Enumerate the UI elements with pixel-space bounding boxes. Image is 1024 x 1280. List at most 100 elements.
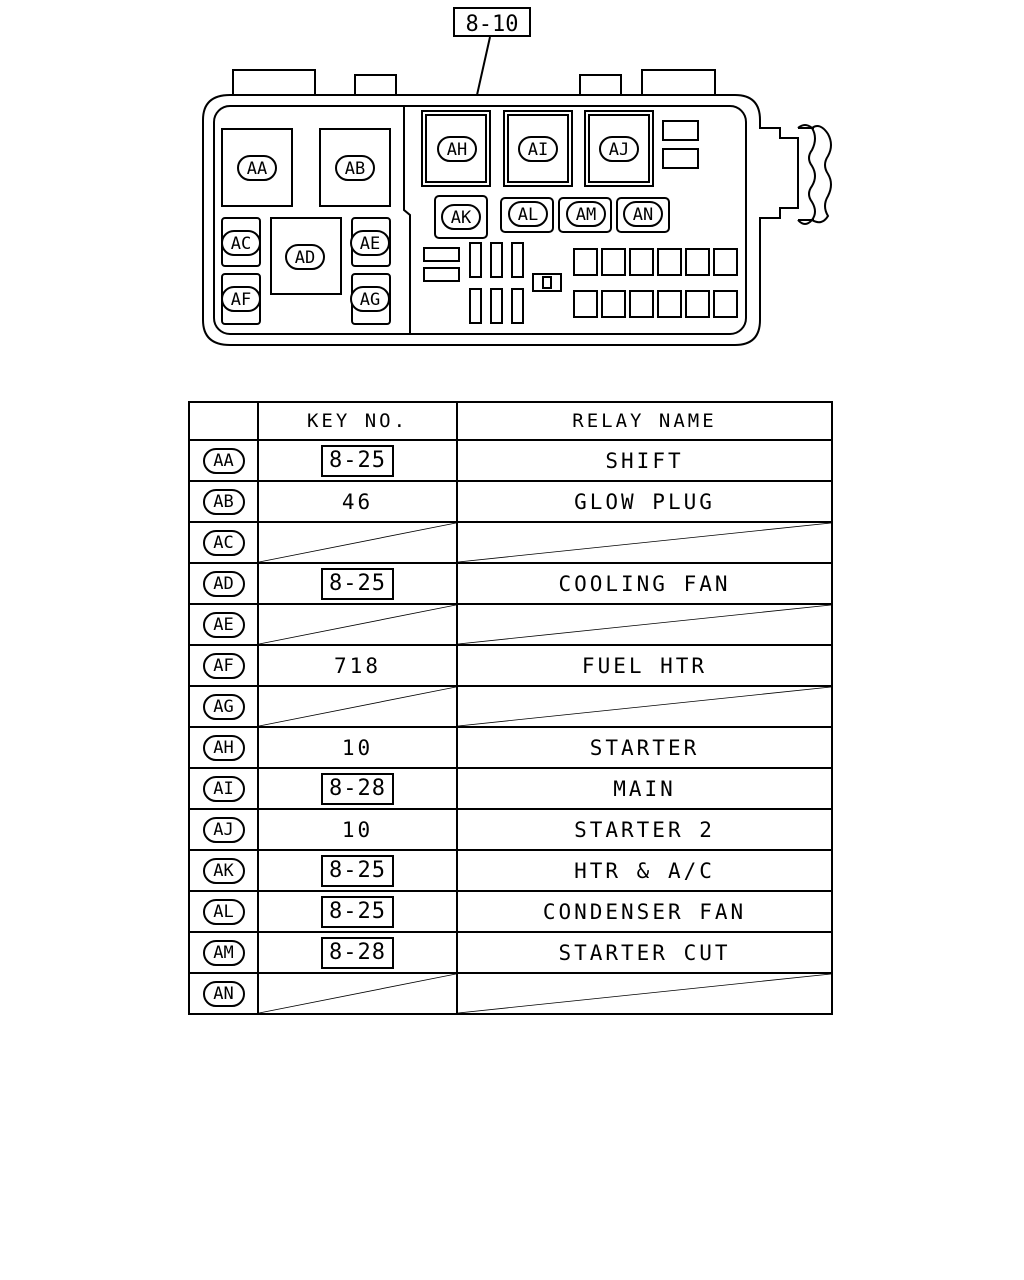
housing-outline bbox=[202, 94, 799, 346]
row-id-cell: AL bbox=[188, 890, 259, 933]
relay-name-cell: FUEL HTR bbox=[456, 644, 833, 687]
relay-name-value: SHIFT bbox=[605, 448, 684, 473]
svg-text:AC: AC bbox=[231, 234, 251, 254]
key-no-cell bbox=[257, 603, 458, 646]
table-row: AB 46 GLOW PLUG bbox=[188, 480, 833, 523]
key-no-cell: 8-25 bbox=[257, 439, 458, 482]
relay-label-ae: AE bbox=[350, 230, 390, 256]
relay-name-value: FUEL HTR bbox=[581, 653, 708, 678]
key-no-cell: 718 bbox=[257, 644, 458, 687]
key-no-cell: 46 bbox=[257, 480, 458, 523]
row-id-cell: AK bbox=[188, 849, 259, 892]
row-id-badge: AN bbox=[202, 981, 245, 1007]
table-row: AN bbox=[188, 972, 833, 1015]
key-no-cell: 10 bbox=[257, 726, 458, 769]
relay-name-value: HTR & A/C bbox=[574, 858, 715, 883]
row-id-badge: AA bbox=[202, 448, 245, 474]
key-no-value: 46 bbox=[341, 489, 374, 514]
svg-text:AM: AM bbox=[576, 205, 596, 225]
relay-label-ak: AK bbox=[441, 204, 481, 230]
relay-label-an: AN bbox=[623, 201, 663, 227]
row-id-badge: AD bbox=[202, 571, 245, 597]
key-no-value: 10 bbox=[341, 817, 374, 842]
row-id-badge: AI bbox=[202, 776, 245, 802]
row-id-badge: AK bbox=[202, 858, 245, 884]
ref-key-box bbox=[453, 7, 531, 37]
relay-label-ac: AC bbox=[221, 230, 261, 256]
relay-name-cell: CONDENSER FAN bbox=[456, 890, 833, 933]
relay-socket-ah bbox=[421, 110, 491, 187]
row-id-cell: AI bbox=[188, 767, 259, 810]
key-no-value: 8-25 bbox=[321, 854, 394, 887]
relay-name-cell: STARTER CUT bbox=[456, 931, 833, 974]
relay-name-value: STARTER CUT bbox=[558, 940, 731, 965]
key-no-cell: 10 bbox=[257, 808, 458, 851]
row-id-badge: AM bbox=[202, 940, 245, 966]
row-id-badge: AB bbox=[202, 489, 245, 515]
ref-key-label: 8-10 bbox=[466, 12, 519, 37]
relay-name-cell: COOLING FAN bbox=[456, 562, 833, 605]
relay-name-value: GLOW PLUG bbox=[574, 489, 715, 514]
header-id bbox=[188, 401, 259, 441]
connector-harness bbox=[797, 124, 816, 225]
relay-label-ab: AB bbox=[335, 155, 375, 181]
relay-name-value: STARTER 2 bbox=[574, 817, 715, 842]
relay-label-ai: AI bbox=[518, 136, 558, 162]
key-no-cell bbox=[257, 685, 458, 728]
key-no-value: 718 bbox=[334, 653, 381, 678]
key-no-cell: 8-25 bbox=[257, 890, 458, 933]
svg-text:AJ: AJ bbox=[609, 140, 629, 160]
relay-name-cell: STARTER bbox=[456, 726, 833, 769]
svg-text:AB: AB bbox=[345, 159, 365, 179]
key-no-value: 8-25 bbox=[321, 567, 394, 600]
relay-label-ag: AG bbox=[350, 286, 390, 312]
relay-label-al: AL bbox=[508, 201, 548, 227]
row-id-cell: AC bbox=[188, 521, 259, 564]
svg-text:AG: AG bbox=[360, 290, 380, 310]
relay-socket-ad bbox=[270, 217, 342, 295]
relay-name-value: COOLING FAN bbox=[558, 571, 731, 596]
relay-name-cell: GLOW PLUG bbox=[456, 480, 833, 523]
svg-text:AA: AA bbox=[247, 159, 267, 179]
key-no-cell: 8-25 bbox=[257, 849, 458, 892]
row-id-cell: AF bbox=[188, 644, 259, 687]
relay-label-ad: AD bbox=[285, 244, 325, 270]
relay-name-value: MAIN bbox=[613, 776, 676, 801]
relay-socket-aa bbox=[221, 128, 293, 207]
table-header-row: KEY NO. RELAY NAME bbox=[188, 401, 833, 441]
table-row: AI 8-28 MAIN bbox=[188, 767, 833, 810]
relay-name-cell: SHIFT bbox=[456, 439, 833, 482]
svg-text:AH: AH bbox=[447, 140, 467, 160]
relay-name-cell bbox=[456, 972, 833, 1015]
row-id-cell: AG bbox=[188, 685, 259, 728]
relay-socket-ak bbox=[434, 195, 488, 239]
svg-text:AE: AE bbox=[360, 234, 380, 254]
key-no-cell bbox=[257, 972, 458, 1015]
key-no-cell: 8-28 bbox=[257, 767, 458, 810]
key-no-cell bbox=[257, 521, 458, 564]
key-no-value: 8-25 bbox=[321, 895, 394, 928]
key-no-cell: 8-25 bbox=[257, 562, 458, 605]
table-row: AD 8-25 COOLING FAN bbox=[188, 562, 833, 605]
key-no-value: 8-28 bbox=[321, 772, 394, 805]
row-id-badge: AF bbox=[202, 653, 245, 679]
relay-label-aj: AJ bbox=[599, 136, 639, 162]
relay-socket-aj bbox=[584, 110, 654, 187]
svg-text:AL: AL bbox=[518, 205, 538, 225]
relay-label-am: AM bbox=[566, 201, 606, 227]
table-row: AG bbox=[188, 685, 833, 728]
row-id-badge: AC bbox=[202, 530, 245, 556]
relay-socket-ai bbox=[503, 110, 573, 187]
relay-name-cell: MAIN bbox=[456, 767, 833, 810]
row-id-cell: AE bbox=[188, 603, 259, 646]
relay-name-cell: HTR & A/C bbox=[456, 849, 833, 892]
key-no-value: 10 bbox=[341, 735, 374, 760]
svg-text:AK: AK bbox=[451, 208, 472, 228]
row-id-cell: AB bbox=[188, 480, 259, 523]
row-id-badge: AJ bbox=[202, 817, 245, 843]
table-row: AF 718 FUEL HTR bbox=[188, 644, 833, 687]
row-id-cell: AD bbox=[188, 562, 259, 605]
